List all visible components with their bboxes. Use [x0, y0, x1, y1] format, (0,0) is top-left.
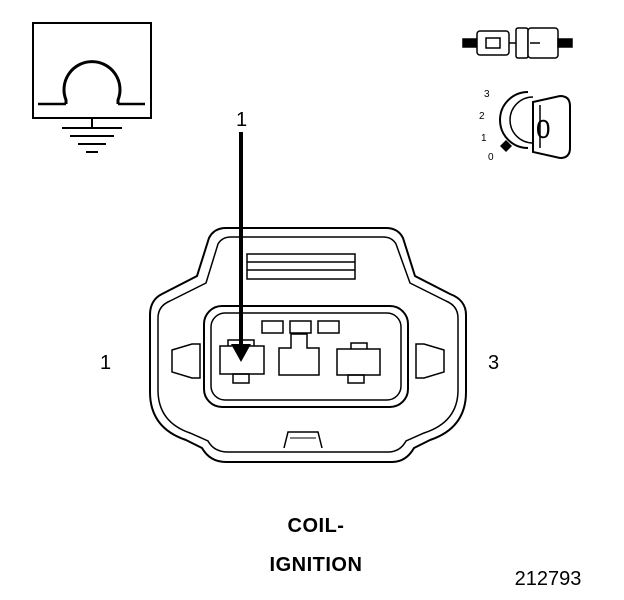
ignition-position-2: 2 [479, 111, 485, 122]
pin-3-label: 3 [488, 352, 499, 374]
figure-code: 212793 [515, 568, 582, 590]
connector-disconnected-icon [462, 27, 573, 59]
terminal-cavity [203, 305, 409, 408]
ignition-key-off-icon: 3 2 1 0 0 [479, 89, 571, 163]
pointer-label: 1 [236, 109, 247, 131]
ignition-position-3: 3 [484, 89, 490, 100]
ohmmeter-ground-icon [32, 22, 152, 153]
pointer-arrow [231, 132, 251, 362]
caption-line-1: COIL- [288, 515, 345, 537]
ignition-position-0: 0 [488, 152, 494, 163]
ignition-position-1: 1 [481, 133, 487, 144]
terminal-pin-1 [219, 339, 265, 384]
terminal-pin-3 [336, 342, 381, 384]
pin-1-label: 1 [100, 352, 111, 374]
caption-line-2: IGNITION [270, 554, 363, 576]
ignition-key-label: 0 [536, 114, 550, 144]
terminal-pin-2 [278, 333, 320, 376]
connector-body [149, 227, 467, 463]
